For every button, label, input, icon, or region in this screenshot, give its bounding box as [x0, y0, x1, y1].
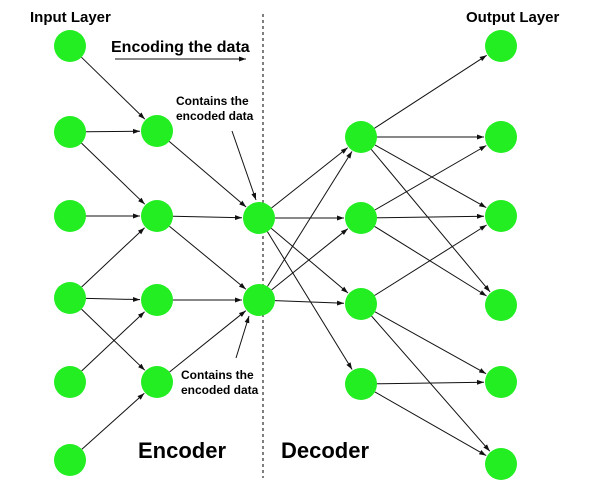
connection-arrow — [374, 144, 487, 209]
input-node — [54, 116, 86, 148]
decoder-label: Decoder — [281, 438, 369, 463]
neurons — [54, 30, 517, 480]
connection-arrow — [376, 379, 485, 385]
input-layer-label: Input Layer — [30, 9, 111, 26]
connection-arrow — [169, 310, 247, 373]
connection-arrow — [374, 54, 487, 129]
output-node — [485, 448, 517, 480]
input-node — [54, 30, 86, 62]
note-top-pointer — [231, 130, 257, 201]
connection-arrow — [85, 296, 141, 302]
connection-arrow — [266, 231, 353, 370]
input-node — [54, 366, 86, 398]
connection-arrow — [81, 142, 146, 205]
output-node — [485, 121, 517, 153]
output-node — [485, 30, 517, 62]
output-layer-label: Output Layer — [466, 9, 560, 26]
connection-arrow — [376, 213, 485, 219]
connection-arrow — [370, 148, 491, 293]
output-node — [485, 200, 517, 232]
input-node — [54, 282, 86, 314]
connection-arrow — [81, 227, 145, 288]
hidden-1-node — [141, 115, 173, 147]
hidden-1-node — [141, 200, 173, 232]
connection-arrow — [168, 141, 247, 208]
connection-arrow — [374, 311, 487, 375]
connection-arrow — [270, 227, 349, 294]
input-node — [54, 200, 86, 232]
note-top-line1: Contains the — [176, 94, 249, 108]
connection-arrow — [81, 56, 146, 120]
connection-arrow — [271, 147, 349, 209]
connection-arrow — [267, 151, 353, 287]
note-bottom-pointer — [235, 315, 250, 359]
hidden-2-node — [345, 288, 377, 320]
connection-arrow — [274, 300, 345, 306]
bottleneck-node — [243, 284, 275, 316]
encoder-label: Encoder — [138, 438, 226, 463]
bottleneck-node — [243, 202, 275, 234]
input-node — [54, 444, 86, 476]
connection-arrow — [374, 225, 487, 297]
connection-arrow — [271, 228, 349, 291]
connections — [81, 54, 491, 457]
connection-arrow — [374, 391, 487, 457]
connection-arrow — [81, 311, 145, 372]
encoding-label: Encoding the data — [111, 39, 250, 56]
connection-arrow — [374, 224, 487, 296]
connection-arrow — [371, 315, 491, 452]
hidden-1-node — [141, 284, 173, 316]
hidden-2-node — [345, 368, 377, 400]
connection-arrow — [81, 308, 146, 371]
connection-arrow — [169, 225, 247, 290]
hidden-2-node — [345, 121, 377, 153]
note-top-line2: encoded data — [176, 109, 254, 123]
hidden-2-node — [345, 202, 377, 234]
note-bottom-line1: Contains the — [181, 368, 254, 382]
note-bottom-line2: encoded data — [181, 383, 259, 397]
connection-arrow — [85, 128, 141, 134]
connection-arrow — [172, 215, 243, 221]
hidden-1-node — [141, 366, 173, 398]
connection-arrow — [81, 392, 145, 450]
output-node — [485, 366, 517, 398]
connection-arrow — [374, 145, 487, 211]
output-node — [485, 289, 517, 321]
